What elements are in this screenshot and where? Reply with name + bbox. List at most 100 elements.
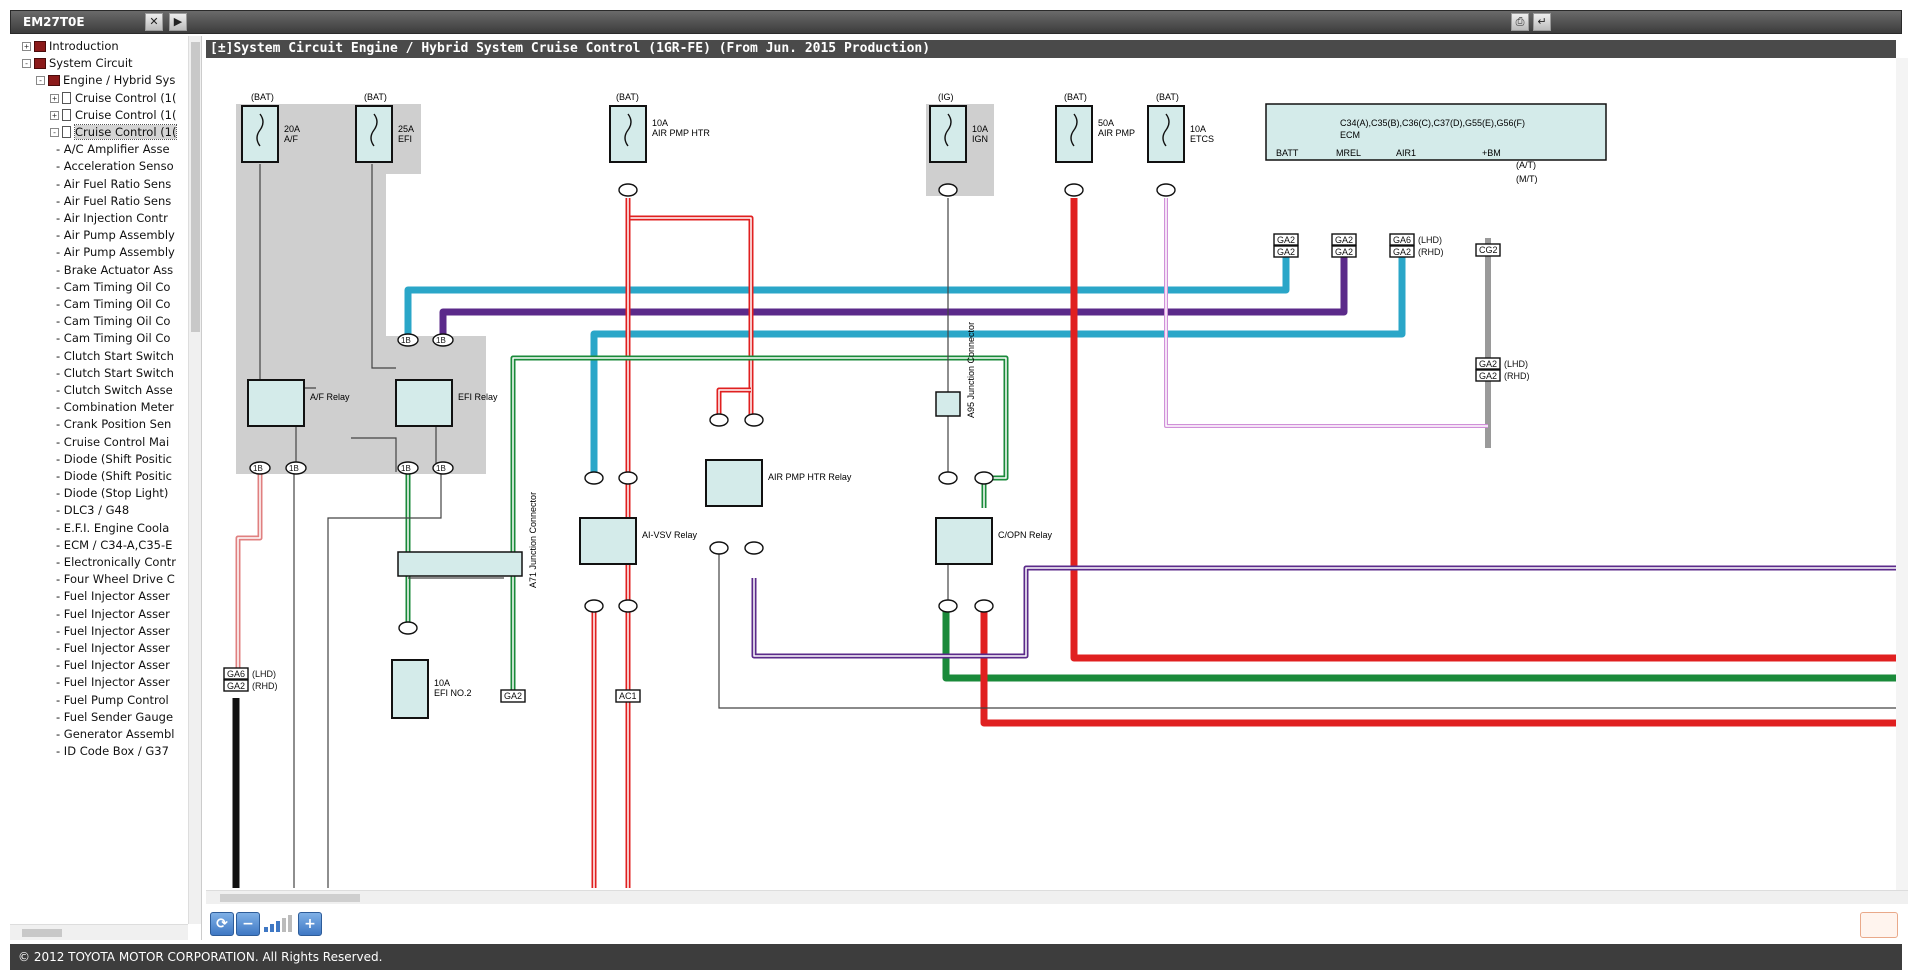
- tree-item[interactable]: - Electronically Contr: [56, 553, 176, 571]
- tree-horizontal-scrollbar[interactable]: [10, 924, 188, 940]
- tree-item[interactable]: -System Circuit: [22, 54, 133, 72]
- zoom-in-icon[interactable]: +: [298, 912, 322, 936]
- relay-ai-vsv: AI-VSV Relay: [579, 517, 698, 565]
- tree-item-label: - Fuel Injector Asser: [56, 675, 170, 690]
- tree-item[interactable]: - Fuel Injector Asser: [56, 639, 170, 657]
- junction-a95: A95 Junction Connector: [935, 322, 976, 418]
- tree-item[interactable]: - Diode (Stop Light): [56, 484, 168, 502]
- svg-text:(BAT): (BAT): [364, 92, 387, 102]
- tree-item[interactable]: - E.F.I. Engine Coola: [56, 519, 169, 537]
- svg-text:AIR PMP HTR: AIR PMP HTR: [652, 128, 710, 138]
- tree-item[interactable]: - Fuel Pump Control: [56, 691, 169, 709]
- tree-item[interactable]: - Fuel Injector Asser: [56, 622, 170, 640]
- tree-item[interactable]: - Air Fuel Ratio Sens: [56, 175, 171, 193]
- svg-text:(LHD): (LHD): [1418, 235, 1442, 245]
- zoom-level-bar[interactable]: [288, 915, 292, 932]
- svg-text:(IG): (IG): [938, 92, 954, 102]
- tree-item[interactable]: - Air Fuel Ratio Sens: [56, 192, 171, 210]
- tree-item[interactable]: - Clutch Switch Asse: [56, 381, 173, 399]
- tree-item[interactable]: - Fuel Injector Asser: [56, 673, 170, 691]
- tree-item[interactable]: - Fuel Sender Gauge: [56, 708, 173, 726]
- tree-item[interactable]: - Cam Timing Oil Co: [56, 312, 170, 330]
- close-icon[interactable]: ✕: [145, 13, 163, 31]
- tree-item[interactable]: - DLC3 / G48: [56, 501, 129, 519]
- exit-icon[interactable]: ↵: [1533, 13, 1551, 31]
- tree-item[interactable]: -Cruise Control (1(: [50, 123, 178, 141]
- tree-item-label: - Fuel Injector Asser: [56, 589, 170, 604]
- document-id: EM27T0E: [23, 15, 85, 29]
- diagram-vertical-scrollbar[interactable]: [1896, 58, 1908, 890]
- tree-item-label: - Brake Actuator Ass: [56, 262, 174, 277]
- tree-item[interactable]: - Brake Actuator Ass: [56, 261, 173, 279]
- svg-text:(BAT): (BAT): [616, 92, 639, 102]
- zoom-level-bar[interactable]: [264, 927, 268, 932]
- svg-text:1B: 1B: [253, 464, 263, 473]
- tree-item[interactable]: - Clutch Start Switch: [56, 364, 174, 382]
- tree-item-label: - Four Wheel Drive C: [56, 572, 175, 587]
- tree-item[interactable]: - Combination Meter: [56, 398, 174, 416]
- tree-item[interactable]: +Introduction: [22, 37, 119, 55]
- svg-text:(M/T): (M/T): [1516, 174, 1538, 184]
- svg-text:GA2: GA2: [1277, 247, 1295, 257]
- expand-panel-icon[interactable]: ▶: [169, 13, 187, 31]
- tree-item[interactable]: - Crank Position Sen: [56, 415, 171, 433]
- tree-item-label: - Air Injection Contr: [56, 211, 168, 225]
- collapse-icon[interactable]: -: [50, 128, 59, 137]
- tree-item[interactable]: - A/C Amplifier Asse: [56, 140, 170, 158]
- relay-af: A/F Relay: [247, 379, 350, 427]
- diagram-horizontal-scrollbar[interactable]: [206, 890, 1908, 904]
- svg-text:GA2: GA2: [227, 681, 245, 691]
- tree-item-label: - Electronically Contr: [56, 555, 176, 569]
- tree-item[interactable]: +Cruise Control (1(: [50, 89, 176, 107]
- comment-icon[interactable]: [1860, 912, 1898, 938]
- tree-item[interactable]: - Cam Timing Oil Co: [56, 278, 170, 296]
- tree-item-label: - Diode (Stop Light): [56, 486, 169, 501]
- zoom-level-bar[interactable]: [282, 918, 286, 932]
- expand-icon[interactable]: +: [50, 110, 59, 120]
- tree-item[interactable]: - Air Injection Contr: [56, 209, 168, 227]
- svg-text:A71 Junction Connector: A71 Junction Connector: [528, 492, 538, 588]
- tree-item[interactable]: - Generator Assembl: [56, 725, 174, 743]
- expand-icon[interactable]: +: [22, 42, 31, 51]
- collapse-icon[interactable]: -: [22, 59, 31, 69]
- svg-text:ETCS: ETCS: [1190, 134, 1214, 144]
- zoom-level-bar[interactable]: [270, 924, 274, 932]
- svg-text:AIR1: AIR1: [1396, 148, 1416, 158]
- copyright-text: © 2012 TOYOTA MOTOR CORPORATION. All Rig…: [18, 950, 383, 964]
- tree-vertical-scrollbar[interactable]: [188, 36, 201, 924]
- svg-text:10A: 10A: [652, 118, 668, 128]
- print-icon[interactable]: ⎙: [1511, 13, 1529, 31]
- expand-icon[interactable]: +: [50, 93, 59, 103]
- tree-item[interactable]: - Fuel Injector Asser: [56, 587, 170, 605]
- tree-item[interactable]: - Clutch Start Switch: [56, 347, 174, 365]
- tree-item[interactable]: - Diode (Shift Positic: [56, 450, 172, 468]
- tree-item-label: - Cruise Control Mai: [56, 434, 170, 449]
- tree-item[interactable]: - ECM / C34-A,C35-E: [56, 536, 172, 554]
- tree-item[interactable]: +Cruise Control (1(: [50, 106, 176, 124]
- tree-item[interactable]: - Air Pump Assembly: [56, 226, 175, 244]
- tree-item[interactable]: - Four Wheel Drive C: [56, 570, 175, 588]
- svg-text:AIR PMP: AIR PMP: [1098, 128, 1135, 138]
- tree-item[interactable]: - Cruise Control Mai: [56, 433, 169, 451]
- tree-item[interactable]: - Diode (Shift Positic: [56, 467, 172, 485]
- tree-item[interactable]: -Engine / Hybrid Sys: [36, 71, 175, 89]
- tree-item-label: - Acceleration Senso: [56, 159, 174, 174]
- zoom-out-icon[interactable]: −: [236, 912, 260, 936]
- tree-item[interactable]: - Acceleration Senso: [56, 157, 174, 175]
- collapse-icon[interactable]: -: [36, 76, 45, 86]
- tree-item[interactable]: - Fuel Injector Asser: [56, 656, 170, 674]
- tree-item[interactable]: - Fuel Injector Asser: [56, 605, 170, 623]
- tree-item[interactable]: - ID Code Box / G37: [56, 742, 169, 760]
- tree-item[interactable]: - Cam Timing Oil Co: [56, 329, 170, 347]
- svg-text:(RHD): (RHD): [1418, 247, 1444, 257]
- tree-item[interactable]: - Cam Timing Oil Co: [56, 295, 170, 313]
- tree-item-label: - Fuel Pump Control: [56, 692, 169, 707]
- zoom-toolbar: ⟳ − +: [206, 906, 1908, 940]
- zoom-level-bar[interactable]: [276, 921, 280, 932]
- tree-item[interactable]: - Air Pump Assembly: [56, 243, 175, 261]
- tree-item-label: - Diode (Shift Positic: [56, 469, 172, 483]
- tree-item-label: - Air Pump Assembly: [56, 228, 175, 243]
- refresh-icon[interactable]: ⟳: [210, 912, 234, 936]
